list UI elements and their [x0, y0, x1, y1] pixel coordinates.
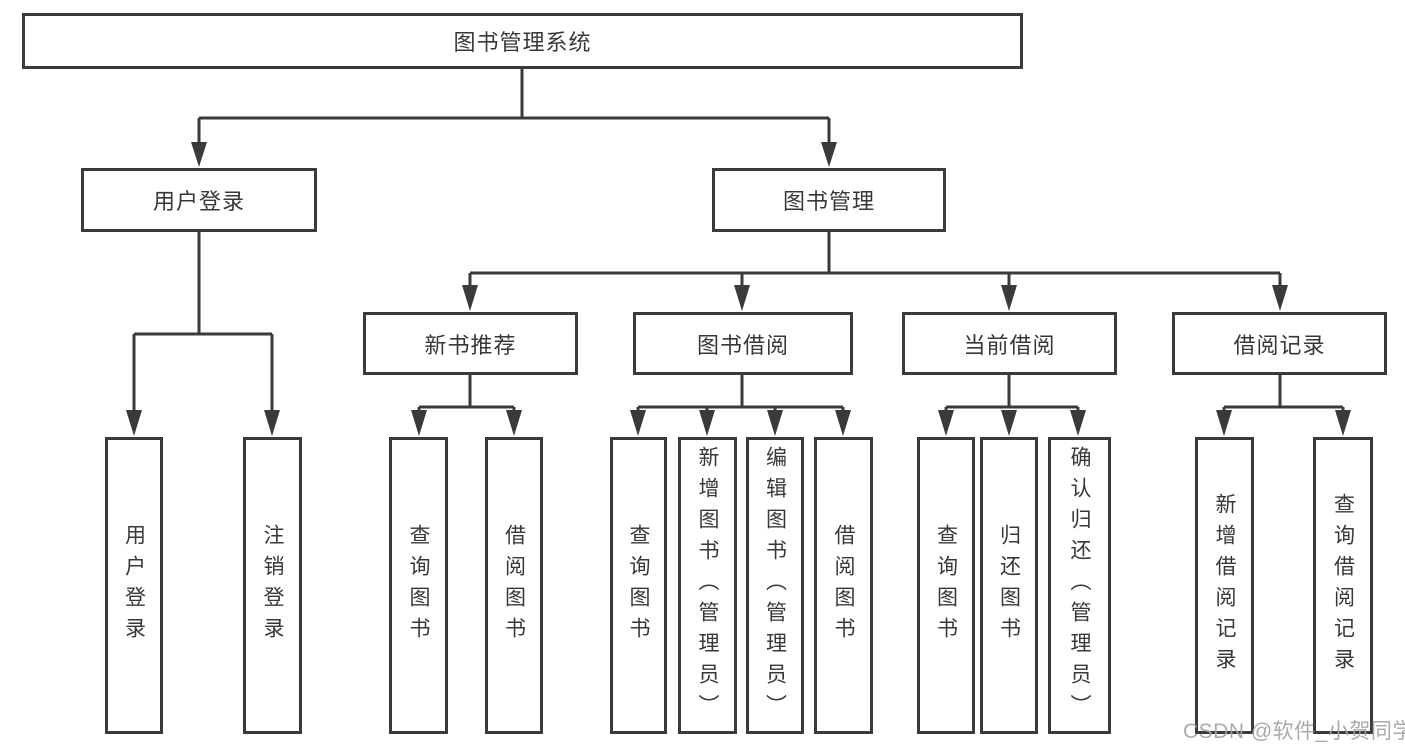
node-label: 新增借阅记录 [1213, 492, 1236, 679]
arrow-down-icon [506, 410, 522, 436]
leaf-query-books: 查询图书 [389, 437, 448, 734]
node-label: 确认归还（管理员） [1068, 446, 1091, 725]
arrow-down-icon [1001, 285, 1017, 311]
leaf-query-books: 查询图书 [917, 437, 975, 734]
node-label: 借阅图书 [502, 523, 526, 648]
leaf-query-borrow-record: 查询借阅记录 [1313, 437, 1373, 734]
node-label: 新增图书（管理员） [696, 446, 719, 725]
node-label: 查询图书 [627, 523, 650, 648]
node-label: 查询图书 [407, 523, 430, 648]
arrow-down-icon [411, 410, 427, 436]
node-book-management: 图书管理 [712, 168, 946, 232]
node-user-login: 用户登录 [81, 168, 317, 232]
connector-currentborrow-to-leaves [944, 375, 1080, 413]
arrow-down-icon [734, 285, 750, 311]
node-label: 编辑图书（管理员） [763, 446, 787, 725]
arrow-down-icon [699, 410, 715, 436]
connector-newbook-to-leaves [417, 375, 516, 413]
leaf-confirm-return-admin: 确认归还（管理员） [1048, 437, 1111, 734]
node-label: 用户登录 [152, 189, 245, 214]
leaf-query-books: 查询图书 [610, 437, 667, 734]
arrow-down-icon [835, 410, 851, 436]
leaf-logout: 注销登录 [243, 437, 302, 734]
node-current-borrowing: 当前借阅 [902, 312, 1117, 375]
arrow-down-icon [1001, 410, 1017, 436]
leaf-edit-books-admin: 编辑图书（管理员） [746, 437, 804, 734]
watermark: CSDN @软件_小贺同学 [1183, 720, 1405, 743]
node-label: 查询图书 [934, 523, 958, 648]
arrow-down-icon [630, 410, 646, 436]
node-label: 查询借阅记录 [1331, 492, 1355, 679]
leaf-return-books: 归还图书 [980, 437, 1038, 734]
node-label: 当前借阅 [963, 332, 1056, 358]
node-new-book-recommendation: 新书推荐 [363, 312, 578, 375]
connector-bookmgmt-to-level3 [468, 232, 1282, 288]
leaf-add-books-admin: 新增图书（管理员） [678, 437, 737, 734]
node-label: 图书借阅 [696, 332, 789, 358]
node-label: 归还图书 [997, 523, 1021, 648]
node-label: 借阅图书 [832, 523, 855, 648]
arrow-down-icon [1272, 285, 1288, 311]
arrow-down-icon [1335, 410, 1351, 436]
node-label: 新书推荐 [424, 332, 517, 358]
leaf-add-borrow-record: 新增借阅记录 [1195, 437, 1254, 734]
leaf-borrow-books: 借阅图书 [814, 437, 873, 734]
node-borrowing-records: 借阅记录 [1172, 312, 1387, 375]
arrow-down-icon [1216, 410, 1232, 436]
node-label: 图书管理 [782, 189, 875, 214]
node-book-borrowing: 图书借阅 [633, 312, 853, 375]
arrow-down-icon [767, 410, 783, 436]
arrow-down-icon [126, 410, 142, 436]
arrow-down-icon [821, 142, 837, 167]
arrow-down-icon [264, 410, 280, 436]
node-label: 注销登录 [261, 523, 284, 648]
leaf-borrow-books: 借阅图书 [485, 437, 543, 734]
node-library-management-system: 图书管理系统 [22, 13, 1023, 69]
connector-root-to-level2 [197, 69, 831, 146]
arrowheads [126, 142, 1351, 436]
connector-bookborrow-to-leaves [636, 375, 845, 413]
node-label: 用户登录 [122, 523, 146, 648]
connector-userlogin-to-leaves [132, 232, 274, 413]
arrow-down-icon [191, 142, 207, 167]
arrow-down-icon [1070, 410, 1086, 436]
node-label: 借阅记录 [1233, 332, 1326, 358]
arrow-down-icon [938, 410, 954, 436]
connector-borrowrecord-to-leaves [1222, 375, 1345, 413]
arrow-down-icon [462, 285, 478, 311]
leaf-user-login: 用户登录 [105, 437, 163, 734]
node-label: 图书管理系统 [453, 30, 592, 55]
